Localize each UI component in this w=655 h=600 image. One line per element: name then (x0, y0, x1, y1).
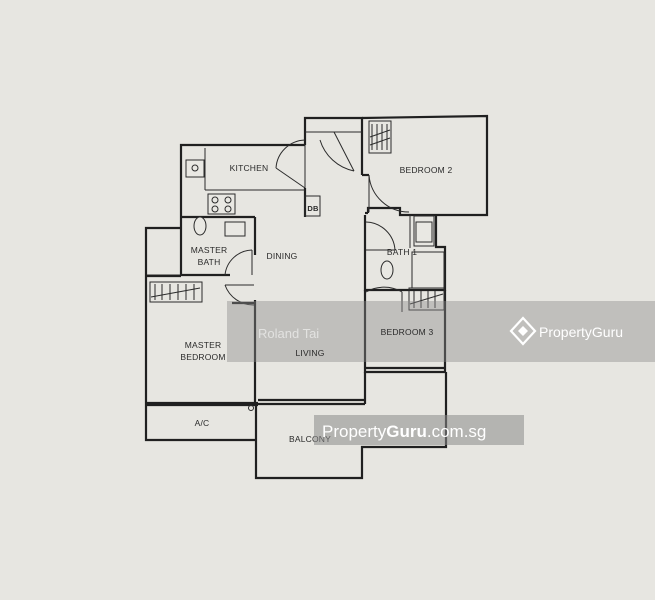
watermark-band (227, 301, 655, 362)
master-bedroom-label-line2: BEDROOM (180, 352, 225, 362)
balcony-label: BALCONY (289, 434, 331, 444)
bedroom2-label: BEDROOM 2 (400, 165, 453, 175)
kitchen-label: KITCHEN (230, 163, 269, 173)
url-bold: Guru (386, 422, 427, 441)
living-label: LIVING (295, 348, 324, 358)
bath1-label: BATH 1 (387, 247, 417, 257)
propertyguru-logo-icon (509, 316, 537, 346)
dining-label: DINING (267, 251, 298, 261)
master-bedroom-label-line1: MASTER (185, 340, 222, 350)
master-bath-label-line1: MASTER (191, 245, 228, 255)
wardrobe-bedroom3 (408, 287, 445, 311)
wardrobe-master-bedroom (149, 281, 203, 303)
agent-name-watermark: Roland Tai (258, 326, 319, 341)
walls (144, 114, 489, 480)
room-labels: KITCHEN BEDROOM 2 DB MASTER BATH DINING … (180, 163, 452, 444)
door-swings (224, 131, 410, 312)
url-suffix: .com.sg (427, 422, 487, 441)
url-prefix: Property (322, 422, 387, 441)
url-watermark: PropertyGuru.com.sg (314, 415, 524, 445)
ac-label: A/C (195, 418, 210, 428)
bedroom3-label: BEDROOM 3 (381, 327, 434, 337)
wardrobe-bedroom2 (368, 120, 392, 154)
db-label: DB (307, 204, 319, 213)
brand-name: PropertyGuru (539, 324, 623, 340)
fixtures (149, 120, 445, 411)
master-bath-label-line2: BATH (198, 257, 221, 267)
svg-text:PropertyGuru.com.sg: PropertyGuru.com.sg (322, 422, 486, 441)
